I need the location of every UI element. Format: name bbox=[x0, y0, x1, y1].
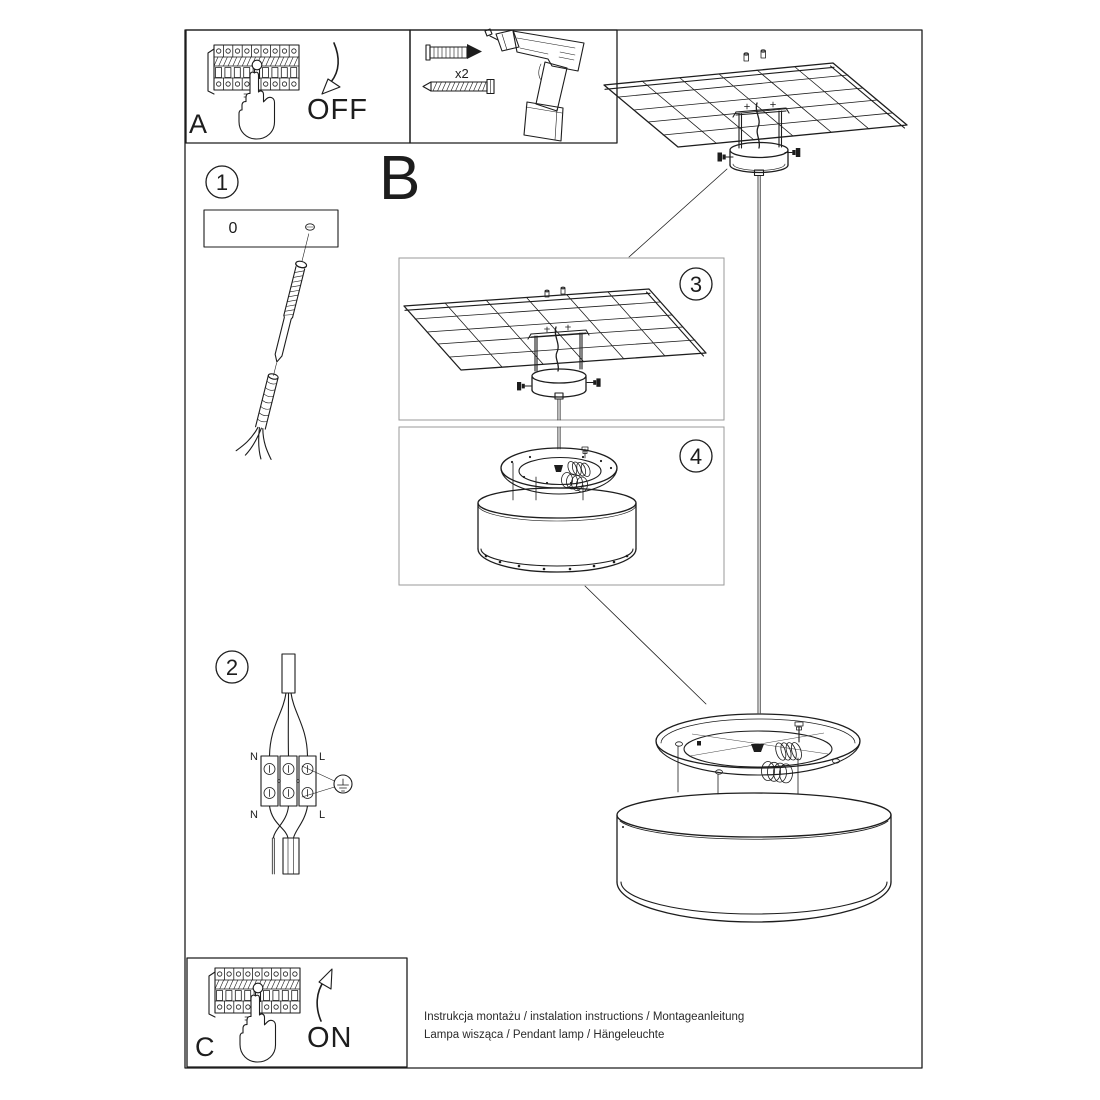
canopy-main bbox=[717, 141, 801, 177]
tools-panel: x2 bbox=[409, 28, 618, 144]
leader-line-detail-lamp bbox=[584, 585, 707, 705]
earth-wire bbox=[271, 837, 275, 875]
label-l-top: L bbox=[319, 751, 325, 763]
suspension-cable bbox=[757, 175, 761, 714]
drill-icon bbox=[484, 28, 585, 142]
footer: Instrukcja montażu / instalation instruc… bbox=[424, 1011, 744, 1041]
detail-box-step-4: 4 bbox=[398, 426, 725, 586]
cable-detail-4 bbox=[557, 426, 561, 450]
lamp-ring-detail bbox=[500, 446, 618, 501]
mounting-plate bbox=[203, 209, 339, 248]
mounting-bracket-detail bbox=[527, 324, 590, 372]
step-3-frame bbox=[398, 257, 725, 421]
earth-symbol-icon bbox=[301, 765, 353, 798]
leader-line-canopy-detail bbox=[628, 168, 728, 258]
pointing-hand-icon bbox=[238, 71, 276, 140]
step-3-badge bbox=[679, 267, 713, 301]
plate-hole bbox=[305, 223, 315, 231]
lamp-shade-detail bbox=[477, 487, 637, 573]
canopy-side-screw-right bbox=[784, 148, 801, 157]
step-1-number: 1 bbox=[216, 170, 228, 195]
wiring-diagram: N L N L bbox=[250, 653, 353, 875]
pendant-lamp bbox=[616, 713, 892, 923]
step-4-number: 4 bbox=[690, 444, 702, 469]
lamp-socket-lower bbox=[761, 761, 793, 784]
pointing-hand-icon bbox=[239, 994, 277, 1063]
cable-grip-main bbox=[751, 744, 764, 752]
label-n-top: N bbox=[250, 751, 258, 763]
section-b-label: B bbox=[379, 144, 420, 213]
label-n-bottom: N bbox=[250, 809, 258, 821]
ceiling-panel-main bbox=[603, 49, 908, 148]
step-2-number: 2 bbox=[226, 655, 238, 680]
mounting-bracket-main bbox=[732, 101, 790, 149]
socket-spring-detail bbox=[561, 461, 591, 493]
cable-detail-3 bbox=[557, 398, 561, 421]
step-3-number: 3 bbox=[690, 272, 702, 297]
dowel-count-label: x2 bbox=[455, 66, 469, 81]
sheet-border bbox=[184, 29, 923, 1069]
lamp-shade-main bbox=[616, 792, 892, 923]
step-4-frame bbox=[398, 426, 725, 586]
lamp-ring-main bbox=[655, 713, 861, 795]
power-off-panel: A OFF bbox=[185, 29, 411, 144]
shade-hangers-main bbox=[677, 745, 799, 795]
ring-bolt-icon bbox=[794, 721, 804, 743]
panel-screws bbox=[743, 49, 766, 62]
screw-and-dowel-icon bbox=[235, 233, 310, 460]
arrow-up-icon bbox=[316, 968, 333, 1022]
supply-cable bbox=[281, 653, 296, 694]
plate-slot-label: 0 bbox=[229, 220, 238, 237]
power-off-frame bbox=[185, 29, 411, 144]
lamp-socket-upper bbox=[775, 742, 802, 761]
step-2: 2 N L N L bbox=[215, 650, 353, 875]
power-on-frame bbox=[186, 957, 408, 1068]
output-cable bbox=[282, 837, 300, 875]
footer-line-1: Instrukcja montażu / instalation instruc… bbox=[424, 1011, 744, 1023]
power-on-label: ON bbox=[307, 1022, 353, 1054]
wall-plug-icon bbox=[425, 44, 482, 61]
cable-nipple bbox=[753, 169, 765, 177]
step-1-badge bbox=[205, 165, 239, 199]
footer-line-2: Lampa wisząca / Pendant lamp / Hängeleuc… bbox=[424, 1029, 664, 1041]
panel-a-letter: A bbox=[189, 109, 207, 139]
power-on-panel: C ON bbox=[186, 957, 408, 1068]
canopy-side-screw-left bbox=[717, 152, 734, 162]
power-off-label: OFF bbox=[307, 94, 368, 126]
step-4-badge bbox=[679, 439, 713, 473]
canopy-detail bbox=[517, 368, 601, 400]
bracket-wire bbox=[755, 102, 761, 149]
detail-box-step-3: 3 bbox=[398, 257, 725, 421]
step-1: 1 0 bbox=[203, 165, 339, 460]
step-2-badge bbox=[215, 650, 249, 684]
arrow-down-icon bbox=[321, 42, 341, 95]
cable-grip-detail bbox=[554, 465, 563, 472]
screw-icon bbox=[422, 78, 495, 95]
panel-c-letter: C bbox=[195, 1032, 215, 1062]
label-l-bottom: L bbox=[319, 809, 325, 821]
